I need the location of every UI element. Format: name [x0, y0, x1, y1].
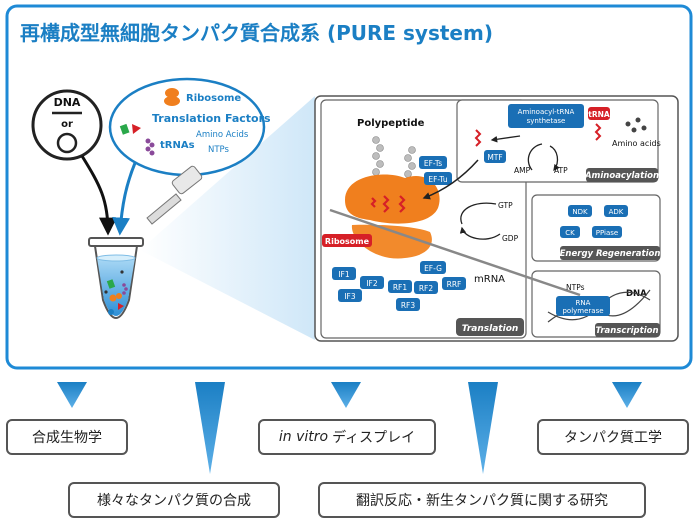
mtf-badge: MTF: [487, 153, 502, 162]
app-translation-research: 翻訳反応・新生タンパク質に関する研究: [318, 482, 646, 518]
pointer-3: [331, 382, 361, 408]
factor-if2: IF2: [366, 279, 378, 288]
factor-icon-green: [119, 123, 130, 135]
mrna-label: mRNA: [474, 274, 505, 285]
factor-if1: IF1: [338, 270, 350, 279]
amino-acid-dots: [625, 117, 647, 133]
factor-ef-tu: EF-Tu: [428, 175, 448, 184]
factor-ef-g: EF-G: [424, 264, 442, 273]
amp-label: AMP: [514, 166, 531, 175]
polypeptide-label: Polypeptide: [357, 118, 425, 129]
ribosome-trna: [370, 195, 406, 213]
enzyme-ndk: NDK: [572, 208, 588, 216]
factor-rf3: RF3: [401, 301, 416, 310]
energy-label: Energy Regeneration: [560, 249, 661, 259]
page-title: 再構成型無細胞タンパク質合成系 (PURE system): [20, 21, 493, 45]
trna-icon: [145, 138, 155, 156]
factor-if3: IF3: [344, 292, 356, 301]
atp-label: ATP: [554, 166, 568, 175]
svg-text:Translation Factors: Translation Factors: [152, 112, 271, 125]
zoom-beam: [140, 96, 315, 340]
pointer-4: [468, 382, 498, 474]
factor-rf2: RF2: [419, 284, 434, 293]
dna-input: DNA or: [31, 89, 103, 161]
pointer-1: [57, 382, 87, 408]
svg-text:Ribosome: Ribosome: [186, 93, 241, 104]
ribosome-badge: Ribosome: [325, 237, 370, 246]
factor-rf1: RF1: [393, 283, 408, 292]
aminoacylation-label: Aminoacylation: [584, 171, 659, 181]
components-bubble: Ribosome Translation Factors Amino Acids…: [108, 77, 271, 177]
app-protein-synthesis: 様々なタンパク質の合成: [68, 482, 280, 518]
svg-text:or: or: [61, 119, 73, 130]
trna-small-icon: [474, 123, 602, 147]
aminoacyl-synthetase: Aminoacyl-tRNA: [518, 108, 575, 116]
enzyme-ck: CK: [565, 229, 575, 237]
mrna-strand: [329, 208, 581, 297]
svg-text:NTPs: NTPs: [208, 145, 230, 155]
svg-text:synthetase: synthetase: [527, 117, 566, 125]
enzyme-ppiase: PPiase: [596, 229, 618, 237]
trna-badge: tRNA: [588, 110, 610, 119]
pointer-2: [195, 382, 225, 474]
svg-text:tRNAs: tRNAs: [160, 140, 195, 151]
pipette-icon: [146, 165, 203, 225]
app-synthetic-biology: 合成生物学: [6, 419, 128, 455]
ribosome-icon: [164, 88, 180, 106]
components-arrow: [112, 162, 137, 236]
plasmid-icon: [56, 132, 78, 154]
transcription-label: Transcription: [596, 326, 659, 336]
translation-label: Translation: [462, 324, 519, 334]
atp-cycle: [527, 143, 557, 170]
mtf-arrow: [422, 159, 479, 200]
translation-factors: [332, 261, 466, 311]
factor-icon-red: [132, 124, 141, 134]
svg-text:polymerase: polymerase: [562, 307, 603, 315]
amino-acids-label: Amino acids: [612, 139, 661, 148]
svg-text:DNA: DNA: [54, 96, 81, 109]
ribosome-large: [345, 174, 440, 259]
trna-to-mtf-arrow: [490, 135, 521, 143]
translation-section: [320, 99, 527, 339]
factor-rrf: RRF: [447, 280, 462, 289]
gtp-cycle: [461, 202, 501, 240]
dna-arrow: [80, 155, 117, 236]
app-protein-engineering: タンパク質工学: [537, 419, 689, 455]
aminoacylation-section: [456, 99, 659, 183]
factor-ef-ts: EF-Ts: [424, 159, 442, 168]
gdp-label: GDP: [502, 234, 519, 243]
test-tube-icon: [88, 237, 144, 319]
enzyme-adk: ADK: [609, 208, 624, 216]
rna-polymerase: RNA: [576, 299, 591, 307]
gtp-label: GTP: [498, 201, 513, 210]
svg-text:Amino Acids: Amino Acids: [196, 130, 249, 140]
ntps-label: NTPs: [566, 283, 585, 292]
pointer-5: [612, 382, 642, 408]
